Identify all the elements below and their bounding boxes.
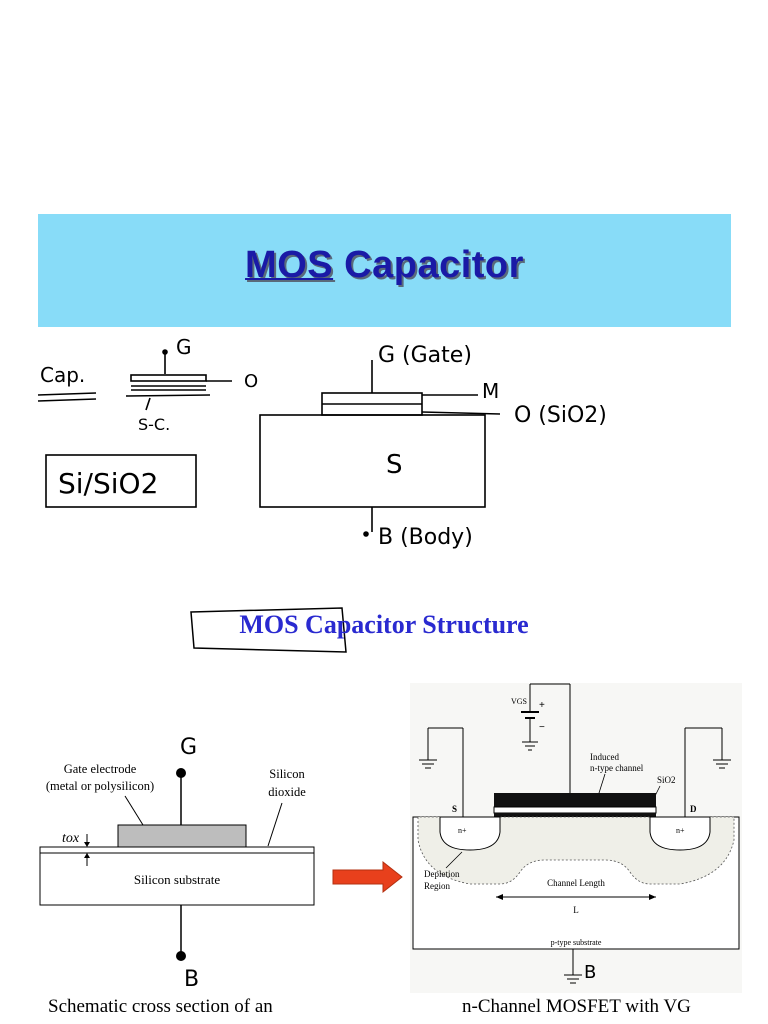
s-label: S (386, 450, 403, 480)
right-b-label: B (584, 962, 596, 983)
region-label: Region (424, 881, 450, 891)
o-lead (421, 411, 501, 415)
drain-n-plus (649, 816, 711, 851)
drain-label: D (690, 804, 697, 814)
tox-arrowhead-top (84, 842, 90, 847)
gate-electrode-pointer (124, 795, 144, 826)
mos-cross-section-figure: G Gate electrode (metal or polysilicon) … (39, 735, 315, 992)
transition-arrow (332, 860, 403, 894)
structure-title-box (190, 607, 347, 653)
n-type-channel-label: n-type channel (590, 763, 644, 773)
small-semiconductor-line (125, 394, 211, 397)
small-sc-label: S-C. (138, 415, 170, 434)
body-label: B (Body) (378, 525, 473, 550)
small-sc-lead (145, 397, 151, 411)
l-label: L (573, 905, 579, 915)
tox-arrowhead-bottom (84, 853, 90, 858)
induced-channel (494, 813, 656, 817)
battery-minus: − (539, 722, 545, 733)
left-b-label: B (184, 967, 199, 992)
handwritten-sketch: Cap. G O S-C. Si/SiO2 G (Gate) M O (SiO2… (37, 335, 607, 550)
cap-label: Cap. (40, 363, 85, 387)
title-banner: MOS Capacitor (38, 214, 731, 327)
nmosfet-figure: VGS + − Induced n-type channel SiO2 S (410, 683, 742, 993)
oxide-layer (39, 846, 315, 854)
slide-title: MOS Capacitor (38, 244, 731, 287)
channel-length-arrow-left (496, 894, 503, 900)
small-gate-dot (162, 349, 168, 355)
depletion-pointer (445, 851, 463, 869)
gate-oxide (493, 806, 657, 814)
silicon-label: Silicon (269, 767, 305, 781)
right-caption: n-Channel MOSFET with VG (462, 996, 691, 1017)
small-g-label: G (176, 335, 192, 359)
oxide-label: O (SiO2) (514, 403, 607, 428)
gate-label: G (Gate) (378, 343, 472, 368)
drain-n-plus-label: n+ (676, 826, 685, 835)
cap-underline-2 (37, 398, 97, 402)
induced-label: Induced (590, 752, 619, 762)
si-sio2-box (45, 454, 197, 508)
silicon-substrate (39, 852, 315, 906)
channel-length-arrow-right (649, 894, 656, 900)
vgs-label: VGS (511, 697, 527, 706)
left-g-label: G (180, 735, 197, 760)
gate-metal (494, 793, 656, 807)
left-caption: Schematic cross section of an (48, 996, 273, 1017)
small-o-label: O (244, 371, 258, 392)
battery-plus: + (539, 700, 545, 711)
dioxide-pointer (267, 802, 283, 847)
slide-title-underlined: MOS (245, 244, 334, 286)
gate-electrode (117, 824, 247, 848)
channel-length-label: Channel Length (547, 878, 605, 888)
m-label: M (482, 379, 499, 403)
structure-title: MOS Capacitor Structure (239, 610, 529, 639)
source-n-plus-label: n+ (458, 826, 467, 835)
tox-label: tox (62, 831, 80, 846)
p-substrate-label: p-type substrate (551, 938, 602, 947)
slide-title-rest: Capacitor (333, 244, 524, 286)
si-sio2-label: Si/SiO2 (58, 467, 158, 500)
left-body-terminal (176, 951, 186, 961)
dioxide-label: dioxide (268, 785, 306, 799)
body-dot (363, 531, 369, 537)
depletion-label: Depletion (424, 869, 460, 879)
substrate-label: Silicon substrate (134, 872, 221, 887)
gate-electrode-label: Gate electrode (64, 762, 137, 776)
semiconductor-body (259, 414, 486, 508)
source-n-plus (439, 816, 501, 851)
cap-underline-1 (37, 392, 97, 396)
sio2-label: SiO2 (657, 775, 676, 785)
small-metal-plate (130, 374, 207, 382)
source-label: S (452, 804, 457, 814)
gate-electrode-sub-label: (metal or polysilicon) (46, 779, 154, 793)
